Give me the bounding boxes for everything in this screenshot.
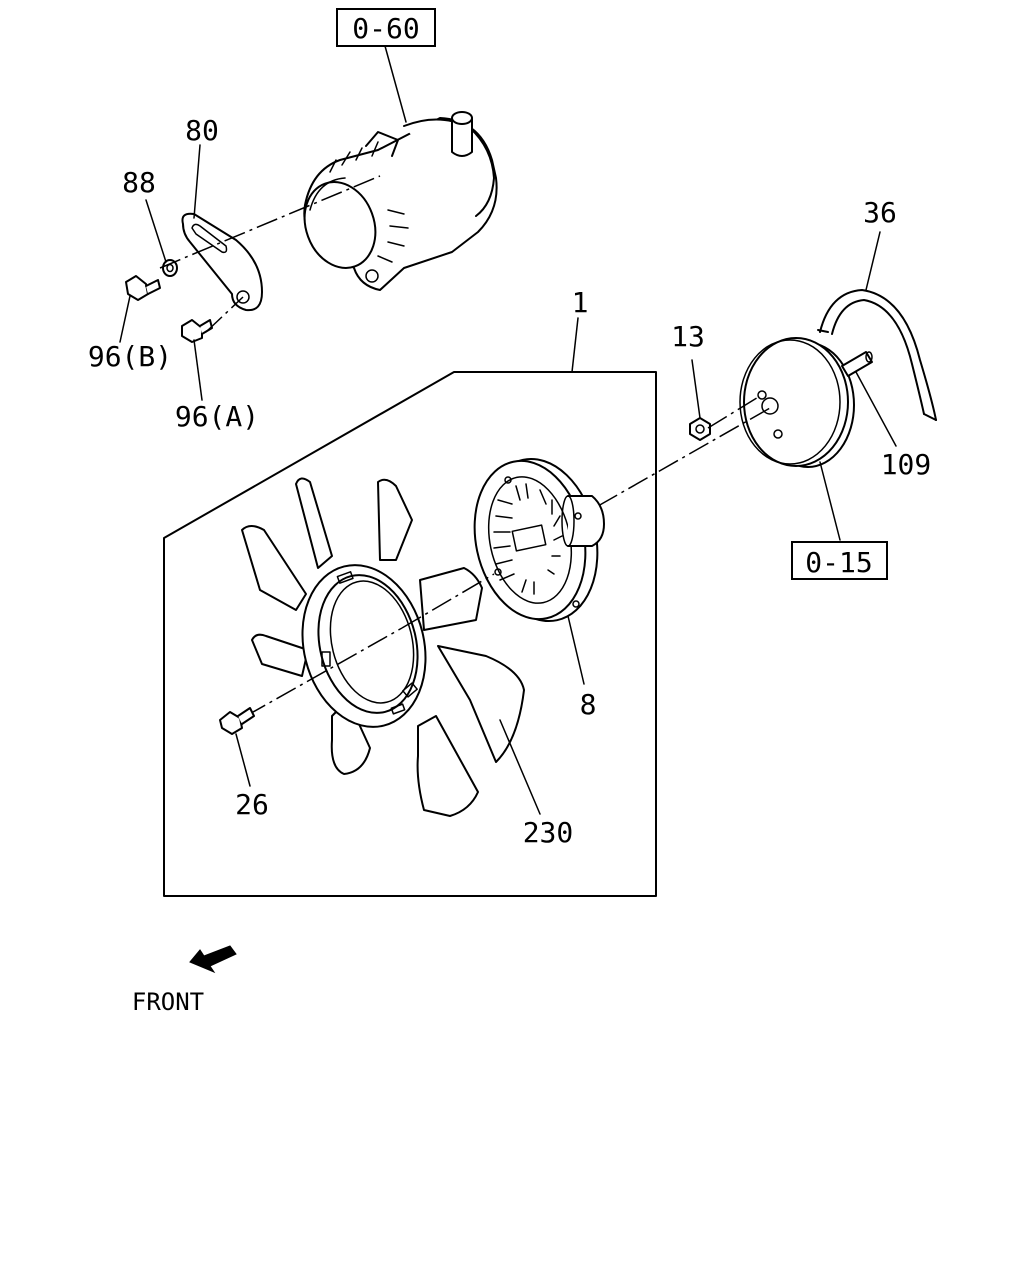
- leader-109: [855, 371, 897, 447]
- bolt-96b: [125, 275, 161, 301]
- front-label: FRONT: [132, 988, 204, 1016]
- label-26: 26: [235, 788, 269, 821]
- front-arrow-icon: [189, 945, 237, 974]
- centerline-clutch-pulley: [597, 407, 771, 507]
- label-13: 13: [671, 320, 705, 353]
- label-80: 80: [185, 114, 219, 147]
- label-109: 109: [881, 448, 932, 481]
- leader-1: [571, 317, 579, 373]
- leader-0-15: [819, 461, 841, 541]
- leader-230: [499, 719, 541, 815]
- ref-box-0-60[interactable]: 0-60: [336, 8, 436, 47]
- leader-96a: [193, 339, 203, 401]
- label-88: 88: [122, 166, 156, 199]
- centerline-fan-clutch: [401, 573, 495, 629]
- stud-109: [841, 351, 873, 377]
- leader-0-60: [384, 45, 407, 123]
- ref-box-0-15-label: 0-15: [805, 546, 872, 579]
- leader-88: [145, 199, 167, 263]
- label-96b: 96(B): [88, 340, 172, 373]
- ref-box-0-15[interactable]: 0-15: [791, 541, 888, 580]
- leader-8: [567, 615, 585, 685]
- alternator: [303, 111, 498, 291]
- adjusting-bracket: [181, 212, 263, 312]
- fan-clutch: [473, 457, 605, 623]
- leader-13: [691, 359, 701, 419]
- centerline-bracket: [159, 175, 381, 269]
- leader-96b: [119, 295, 131, 343]
- label-96a: 96(A): [175, 400, 259, 433]
- leader-80: [193, 144, 201, 219]
- bolt-26: [219, 707, 255, 735]
- bolt-96a: [181, 319, 213, 343]
- drive-belt: [817, 289, 937, 421]
- ref-box-0-60-label: 0-60: [352, 12, 419, 45]
- label-36: 36: [863, 196, 897, 229]
- centerline-bolt-a: [205, 296, 244, 333]
- fan-blade: [241, 477, 525, 817]
- label-1: 1: [572, 286, 589, 319]
- centerline-fan: [245, 627, 403, 717]
- assembly-frame: [163, 371, 657, 897]
- label-8: 8: [580, 688, 597, 721]
- centerline-nut: [707, 395, 761, 429]
- leader-36: [865, 231, 881, 291]
- nut-13: [689, 417, 711, 441]
- water-pump-pulley: [739, 337, 855, 468]
- label-230: 230: [523, 816, 574, 849]
- leader-26: [235, 733, 251, 787]
